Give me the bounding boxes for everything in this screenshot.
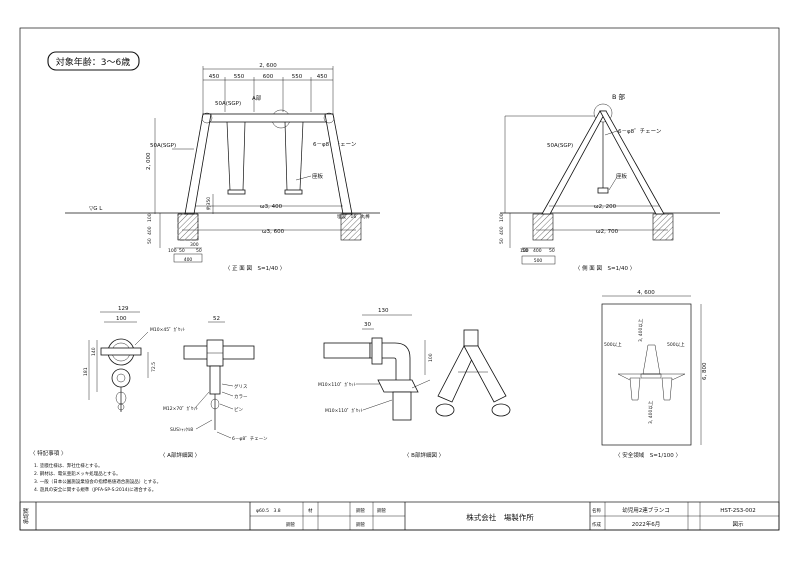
detail-a-marker: A部 bbox=[252, 94, 262, 102]
front-depth-50: 50 bbox=[147, 238, 153, 244]
date-label: 作成 bbox=[592, 521, 601, 528]
material-tag: 材 bbox=[308, 507, 313, 514]
detail-b-dim-100: 100 bbox=[428, 353, 434, 362]
note-item-3: 3. 一般（日本公園施設業協会の指標格値適合施設品）とする。 bbox=[34, 478, 161, 485]
detail-a-chain: 6－φ8゜チェーン bbox=[232, 436, 268, 442]
side-seat-label: 座板 bbox=[616, 172, 628, 180]
safety-zone bbox=[601, 303, 692, 446]
ref-1: 鋼管 bbox=[286, 521, 295, 528]
detail-a-dim-100: 100 bbox=[116, 316, 127, 322]
safety-dim-right: 500以上 bbox=[667, 341, 685, 348]
side-foot-width: 500 bbox=[534, 258, 543, 264]
detail-a-dim-140: 140 bbox=[91, 347, 97, 356]
detail-a-dim-181: 181 bbox=[83, 367, 89, 376]
side-pipe-label: 50A(SGP) bbox=[547, 143, 573, 149]
detail-b-caption: 〈 B部詳細図 〉 bbox=[404, 451, 444, 459]
drawing-scale: 図示 bbox=[732, 521, 744, 528]
front-height: 2, 000 bbox=[146, 152, 152, 170]
side-depth-100: 100 bbox=[499, 213, 505, 222]
front-seat-height: 約350 bbox=[205, 197, 212, 210]
front-depth-400: 400 bbox=[147, 226, 153, 235]
side-depth-400: 400 bbox=[499, 226, 505, 235]
drawing-code: HST-2S3-002 bbox=[720, 508, 755, 514]
front-seg-5: 450 bbox=[317, 74, 328, 80]
age-badge: 対象年齢：3～6歳 bbox=[47, 51, 140, 71]
front-foot-50a: 50 bbox=[179, 248, 185, 254]
safety-caption: 〈 安全領域 S=1/100 〉 bbox=[615, 451, 681, 459]
front-gl-label: ▽G L bbox=[89, 206, 103, 212]
detail-a-bolt: M10×45゜ｶﾞｾｯﾄ bbox=[150, 326, 185, 333]
safety-dim-left: 500以上 bbox=[604, 341, 622, 348]
front-view-caption: 〈 正 面 図 S=1/40 〉 bbox=[225, 265, 285, 272]
ref-4: 鋼管 bbox=[377, 507, 386, 514]
front-foot-300: 300 bbox=[190, 242, 199, 248]
side-depth-50: 50 bbox=[499, 238, 505, 244]
front-seg-4: 550 bbox=[292, 74, 303, 80]
pipe-spec: φ60.5 3.8 bbox=[256, 508, 281, 514]
front-seg-3: 600 bbox=[263, 74, 274, 80]
safety-height: 6, 800 bbox=[702, 362, 708, 380]
age-badge-text: 対象年齢：3～6歳 bbox=[56, 56, 130, 68]
front-dim-100: 100 bbox=[168, 248, 177, 254]
side-chain-label: 6－φ8゜チェーン bbox=[618, 128, 662, 135]
detail-a-dim-52: 52 bbox=[213, 316, 220, 322]
front-pipe-label-2: 50A(SGP) bbox=[150, 143, 176, 149]
front-seat-label: 座板 bbox=[312, 172, 324, 180]
ref-3: 鋼管 bbox=[356, 521, 365, 528]
front-depth-100: 100 bbox=[147, 213, 153, 222]
side-view-caption: 〈 側 面 図 S=1/40 〉 bbox=[575, 264, 635, 272]
side-base-span: ω2, 700 bbox=[596, 229, 619, 235]
detail-a: 129 100 52 M10×45゜ｶﾞｾｯﾄ 140 181 72.5 グリス… bbox=[83, 306, 268, 459]
detail-a-pin: ピン bbox=[234, 407, 243, 413]
detail-a-collar: カラー bbox=[234, 394, 248, 400]
side-view: B 部 6－φ8゜チェーン 50A(SGP) 座板 ω2, 200 ω2, 70… bbox=[499, 92, 720, 272]
front-base-span: ω3, 600 bbox=[262, 229, 285, 235]
detail-a-dim-129: 129 bbox=[118, 306, 129, 312]
approval-label: 承認欄 bbox=[22, 507, 30, 524]
side-seat-span: ω2, 200 bbox=[594, 204, 617, 210]
detail-b-bolt-1: M10×110゜ｶﾞｾｯﾄ bbox=[318, 381, 356, 388]
detail-a-grease: グリス bbox=[234, 383, 248, 390]
side-dim-100: 100 bbox=[520, 248, 529, 254]
note-item-4: 4. 遊具の安全に関する規準（JPFA-SP-S:2014)に適合する。 bbox=[34, 486, 156, 493]
ref-2: 鋼管 bbox=[356, 507, 365, 514]
front-seg-2: 550 bbox=[234, 74, 245, 80]
safety-dim-bottom: 3, 400以上 bbox=[647, 400, 654, 424]
front-seg-1: 450 bbox=[209, 74, 220, 80]
detail-b: 130 30 100 M10×110゜ｶﾞｾｯﾄ M10×110゜ｶﾞｾｯﾄ 〈… bbox=[318, 308, 511, 459]
safety-area: 4, 600 6, 800 500以上 500以上 3, 400以上 3, 40… bbox=[601, 290, 708, 459]
note-item-1: 1. 塗膜仕様は、弊社仕様とする。 bbox=[34, 462, 103, 469]
safety-dim-top: 3, 400以上 bbox=[637, 318, 644, 342]
detail-a-caption: 〈 A部詳細図 〉 bbox=[160, 451, 200, 459]
product-name: 幼児用2連ブランコ bbox=[622, 506, 670, 514]
front-pipe-label: 50A(SGP) bbox=[215, 101, 241, 107]
name-label: 名称 bbox=[592, 507, 601, 514]
front-total-width: 2, 600 bbox=[259, 63, 277, 69]
drawing-date: 2022年6月 bbox=[632, 520, 661, 528]
title-block: 承認欄 φ60.5 3.8 材 鋼管 鋼管 鋼管 鋼管 株式会社 場製作所 名称… bbox=[19, 501, 780, 531]
detail-b-marker: B 部 bbox=[612, 92, 626, 101]
side-foot-50a: 50 bbox=[522, 248, 528, 254]
company-name: 株式会社 場製作所 bbox=[466, 512, 534, 522]
note-item-2: 2. 鋼材は、電気亜鉛メッキ処理品とする。 bbox=[34, 470, 121, 477]
detail-a-sus: SUSｼｬｯｸﾙ8 bbox=[170, 427, 193, 433]
front-seat-span: ω3, 400 bbox=[260, 204, 283, 210]
notes: 〈 特記事項 〉 1. 塗膜仕様は、弊社仕様とする。 2. 鋼材は、電気亜鉛メッ… bbox=[30, 449, 161, 493]
safety-width: 4, 600 bbox=[637, 290, 655, 296]
side-foot-400: 400 bbox=[533, 248, 542, 254]
front-foot-50b: 50 bbox=[196, 248, 202, 254]
detail-a-bolt-2: M12×70゜ｶﾞｾｯﾄ bbox=[163, 405, 198, 412]
front-view: 2, 600 450 550 600 550 450 50A(SGP) A部 5… bbox=[65, 63, 380, 272]
side-foot-50b: 50 bbox=[549, 248, 555, 254]
notes-title: 〈 特記事項 〉 bbox=[30, 449, 67, 457]
detail-b-dim-30: 30 bbox=[364, 322, 371, 328]
detail-b-bolt-2: M10×110゜ｶﾞｾｯﾄ bbox=[325, 407, 363, 414]
detail-b-dim-130: 130 bbox=[378, 308, 389, 314]
front-foot-width: 400 bbox=[184, 257, 193, 263]
detail-a-dim-725: 72.5 bbox=[151, 362, 157, 372]
